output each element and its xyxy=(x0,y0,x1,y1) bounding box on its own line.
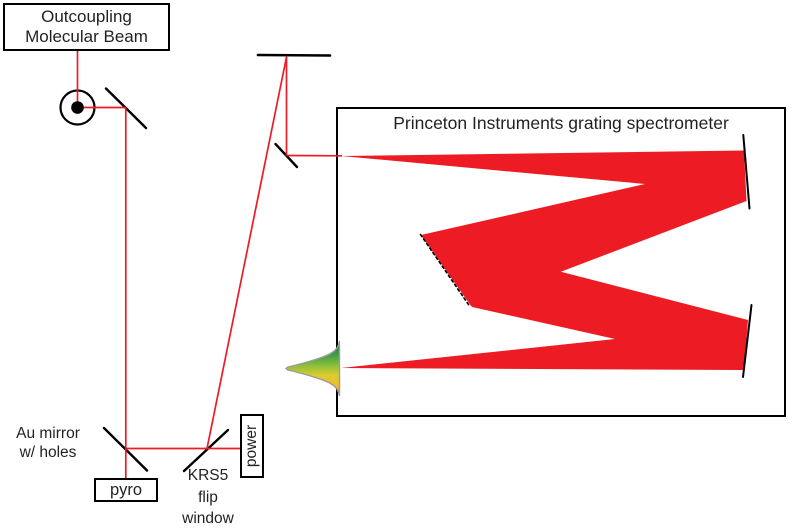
beam-grating-to-focusing-mirror-and-exit xyxy=(341,236,748,370)
power-meter-box: power xyxy=(240,414,264,478)
spectral-pulse-shape xyxy=(285,340,341,397)
pyro-detector-box: pyro xyxy=(94,478,158,502)
krs5-label-line1: KRS5 xyxy=(187,467,229,484)
krs5-label-line2: flip xyxy=(198,488,218,506)
au-mirror-label-line2: w/ holes xyxy=(19,444,77,461)
outcoupling-label-line2: Molecular Beam xyxy=(25,27,148,46)
outcoupling-label-line1: Outcoupling xyxy=(41,7,132,26)
spectrometer-title: Princeton Instruments grating spectromet… xyxy=(393,113,729,133)
beam-entrance-to-collimating-mirror-and-grating xyxy=(341,150,747,306)
beam-source-dot-icon xyxy=(71,101,84,114)
focusing-mirror-icon xyxy=(742,304,753,378)
krs5-flip-window-icon xyxy=(182,428,230,473)
collimating-mirror-icon xyxy=(742,134,751,210)
krs5-flip-window-label: KRS5 flip window xyxy=(168,465,248,528)
diffraction-grating-icon xyxy=(419,233,471,307)
pyro-label: pyro xyxy=(109,480,143,499)
au-mirror-label: Au mirror w/ holes xyxy=(10,424,86,462)
au-mirror-label-line1: Au mirror xyxy=(16,425,80,442)
outcoupling-molecular-beam-box: Outcoupling Molecular Beam xyxy=(3,3,170,51)
top-flat-mirror-icon xyxy=(256,53,332,57)
krs5-label-line3: window xyxy=(182,510,234,527)
beam-krs5-to-top-mirror xyxy=(206,56,288,449)
